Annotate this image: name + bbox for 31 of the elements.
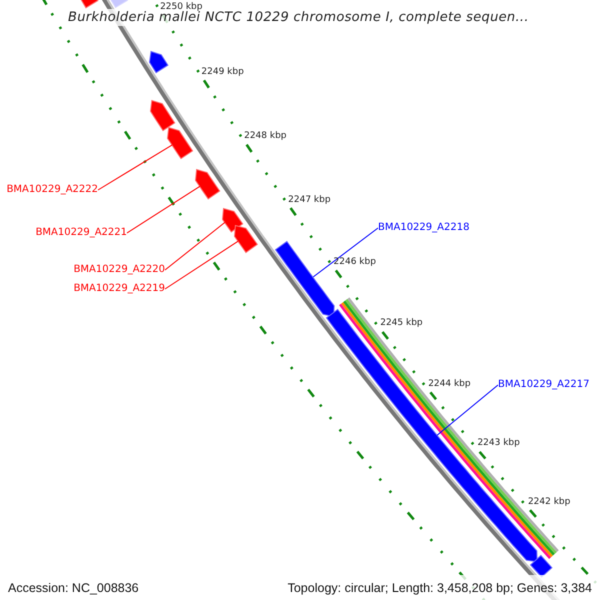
scale-label: 2243 kbp: [477, 438, 520, 448]
gene-marker: [167, 126, 194, 159]
gene-label: BMA10229_A2217: [498, 378, 590, 392]
leader-line: [436, 384, 498, 436]
gene-marker: [222, 208, 244, 233]
scale-label: 2244 kbp: [428, 378, 471, 389]
gene-marker: [234, 225, 258, 254]
gene-marker: [195, 169, 221, 200]
leader-line: [98, 144, 173, 190]
gene-marker: [149, 51, 169, 74]
scale-label: 2249 kbp: [201, 67, 244, 78]
gene-marker: [530, 555, 553, 578]
gene-label: BMA10229_A2218: [378, 221, 470, 235]
footer-text: Accession: NC_008836: [8, 580, 139, 594]
gene-label: BMA10229_A2221: [36, 226, 127, 240]
scale-label: 2246 kbp: [334, 256, 376, 267]
scale-label: 2247 kbp: [288, 194, 331, 205]
gene-label: BMA10229_A2220: [74, 263, 165, 277]
scale-label: 2245 kbp: [380, 318, 423, 328]
gene-label: BMA10229_A2219: [74, 282, 165, 296]
scale-label: 2242 kbp: [528, 496, 570, 506]
leader-line: [164, 240, 239, 290]
scale-label: 2250 kbp: [160, 2, 202, 12]
leader-line: [312, 228, 378, 278]
scale-label: 2248 kbp: [244, 131, 286, 142]
gene-marker: [275, 240, 336, 317]
gene-label: BMA10229_A2222: [6, 183, 98, 197]
leader-line: [126, 186, 200, 234]
footer-text: Topology: circular; Length: 3,458,208 bp; Genes: 3,384: [288, 580, 592, 594]
gene-marker: [150, 100, 175, 131]
leader-line: [164, 222, 226, 270]
